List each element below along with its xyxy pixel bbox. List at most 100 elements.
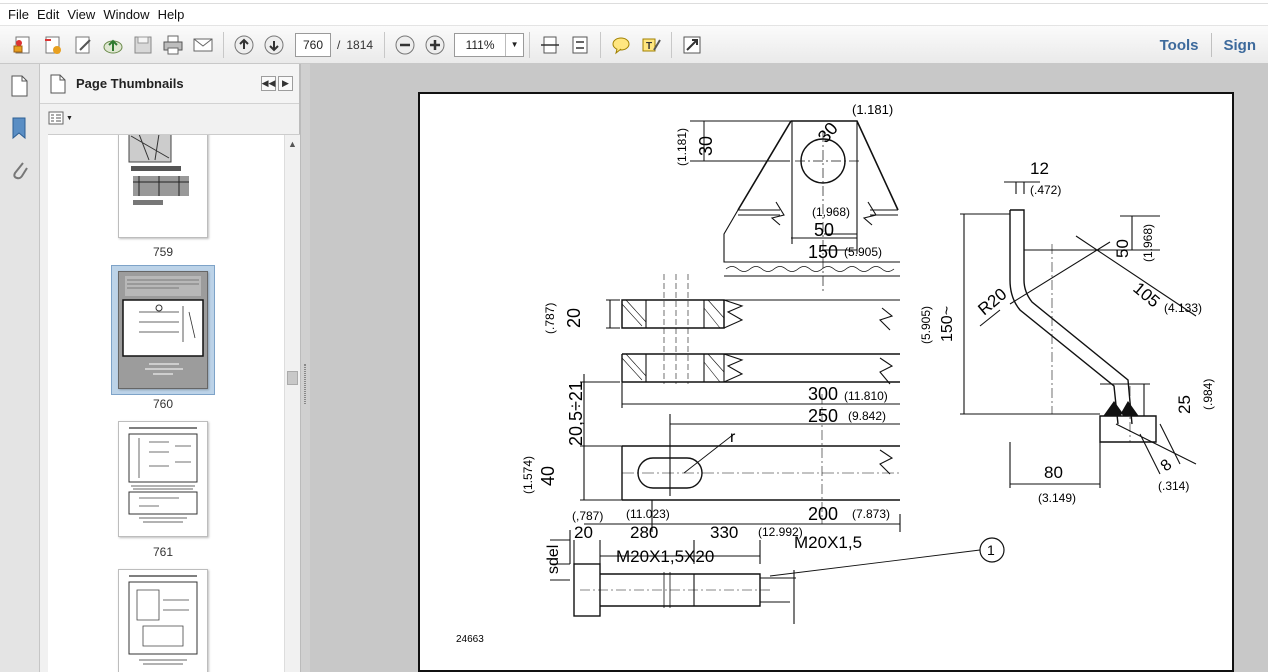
thumbnail-page-759[interactable] <box>118 135 208 238</box>
dim-30-left: 30 <box>696 136 716 156</box>
menu-file[interactable]: File <box>8 7 29 22</box>
dim-30: 30 <box>814 118 842 146</box>
document-view: (1.181) 30 (1.181) 30 (1,968) 50 150 (5.… <box>310 64 1268 672</box>
drawing-labels: (1.181) 30 (1.181) 30 (1,968) 50 150 (5.… <box>456 102 1215 645</box>
create-pdf-icon[interactable] <box>9 31 37 59</box>
comment-icon[interactable] <box>607 31 635 59</box>
thumbnail-762-image <box>128 575 198 665</box>
panel-header: Page Thumbnails ◀◀ ▶ <box>40 64 299 104</box>
dim-787b: (,787) <box>572 509 603 523</box>
menu-window[interactable]: Window <box>103 7 150 22</box>
scroll-up-icon[interactable]: ▲ <box>288 139 297 149</box>
toolbar-separator <box>223 31 224 58</box>
thumbnail-page-762[interactable] <box>118 569 208 672</box>
fit-page-icon[interactable] <box>566 31 594 59</box>
dim-20: 20 <box>564 308 584 328</box>
total-pages: 1814 <box>346 37 374 52</box>
dim-40-in: (1.574) <box>521 456 535 494</box>
chevron-down-icon[interactable]: ▼ <box>505 33 523 56</box>
expand-panel-icon[interactable]: ▶ <box>278 76 293 91</box>
highlight-text-icon[interactable]: T <box>637 31 665 59</box>
dim-80: 80 <box>1044 463 1063 482</box>
thumbnail-page-760[interactable] <box>118 271 208 389</box>
zoom-level-select[interactable]: 111% ▼ <box>454 32 525 57</box>
dim-150: 150 <box>808 242 838 262</box>
page-separator: / <box>337 37 341 52</box>
dim-200: 200 <box>808 504 838 524</box>
thumbnail-options-icon[interactable]: ▼ <box>48 111 73 125</box>
dim-105-in: (4.133) <box>1164 301 1202 315</box>
dim-30-in: (1.181) <box>852 102 893 117</box>
dim-12: 12 <box>1030 159 1049 178</box>
edit-document-icon[interactable] <box>69 31 97 59</box>
navigation-rail <box>0 64 40 672</box>
thumbnail-label-760: 760 <box>152 397 174 411</box>
dim-20b: 20 <box>574 523 593 542</box>
menu-bar: File Edit View Window Help <box>0 4 1268 26</box>
panel-options: ▼ <box>40 104 299 132</box>
thumbnail-759-image <box>128 135 189 205</box>
dim-80-in: (3.149) <box>1038 491 1076 505</box>
thumbnail-list: 759 760 <box>48 134 300 672</box>
right-panel-links: Tools Sign <box>1148 26 1268 64</box>
upload-cloud-icon[interactable] <box>99 31 127 59</box>
window-title-strip <box>0 0 1268 4</box>
previous-page-icon[interactable] <box>230 31 258 59</box>
dim-r20: R20 <box>974 284 1010 319</box>
dim-25-in: (.984) <box>1201 379 1215 410</box>
thread-2: M20X1,5 <box>794 533 862 552</box>
dim-330: 330 <box>710 523 738 542</box>
full-screen-icon[interactable] <box>678 31 706 59</box>
dim-1968: (1,968) <box>812 205 850 219</box>
technical-drawing <box>550 120 1197 624</box>
toolbar-separator <box>671 31 673 58</box>
panel-splitter[interactable] <box>300 64 310 672</box>
thumbnail-page-761[interactable] <box>118 421 208 537</box>
thumbnail-761-image <box>128 427 198 523</box>
fit-page-width-icon[interactable] <box>536 31 564 59</box>
page-number-input[interactable]: 760 <box>295 32 331 57</box>
next-page-icon[interactable] <box>260 31 288 59</box>
dim-20-5: 20,5÷21 <box>566 381 586 446</box>
zoom-in-icon[interactable] <box>421 31 449 59</box>
dim-105: 105 <box>1129 279 1163 312</box>
menu-edit[interactable]: Edit <box>36 7 60 22</box>
print-icon[interactable] <box>159 31 187 59</box>
menu-help[interactable]: Help <box>157 7 185 22</box>
page-thumbnails-icon[interactable] <box>8 74 30 101</box>
toolbar-separator <box>600 31 602 58</box>
email-icon[interactable] <box>189 31 217 59</box>
panel-title: Page Thumbnails <box>76 76 184 91</box>
menu-view[interactable]: View <box>67 7 96 22</box>
sign-link[interactable]: Sign <box>1223 36 1257 54</box>
sdel-label: sdel <box>545 545 562 574</box>
dim-50r: 50 <box>1113 239 1132 258</box>
toolbar-separator <box>384 31 386 58</box>
dim-150r-in: (5.905) <box>919 306 933 344</box>
scrollbar-thumb[interactable] <box>287 371 298 385</box>
thumbnail-scrollbar[interactable]: ▲ <box>284 135 300 672</box>
main-toolbar: 760 / 1814 111% ▼ T Tools Sign <box>0 26 1268 64</box>
attachments-icon[interactable] <box>8 158 30 185</box>
toolbar-separator <box>529 31 531 58</box>
dim-25: 25 <box>1175 395 1194 414</box>
label-r: r <box>730 429 736 446</box>
pdf-page: (1.181) 30 (1.181) 30 (1,968) 50 150 (5.… <box>418 92 1234 672</box>
dim-20-in: (.787) <box>543 303 557 334</box>
page-icon <box>50 74 66 93</box>
tools-link[interactable]: Tools <box>1159 36 1199 54</box>
collapse-panel-icon[interactable]: ◀◀ <box>261 76 276 91</box>
page-thumbnails-panel: Page Thumbnails ◀◀ ▶ ▼ 759 <box>40 64 300 672</box>
dim-280: 280 <box>630 523 658 542</box>
zoom-level-value: 111% <box>465 37 495 52</box>
thread-1: M20X1,5X20 <box>616 547 714 566</box>
save-icon[interactable] <box>129 31 157 59</box>
dim-12-in: (.472) <box>1030 183 1061 197</box>
thumbnail-760-image <box>119 272 207 388</box>
zoom-out-icon[interactable] <box>391 31 419 59</box>
bookmarks-icon[interactable] <box>8 116 30 143</box>
thumbnail-label-761: 761 <box>152 545 174 559</box>
callout-1: 1 <box>987 542 995 558</box>
dim-250-in: (9.842) <box>848 409 886 423</box>
open-file-icon[interactable] <box>39 31 67 59</box>
